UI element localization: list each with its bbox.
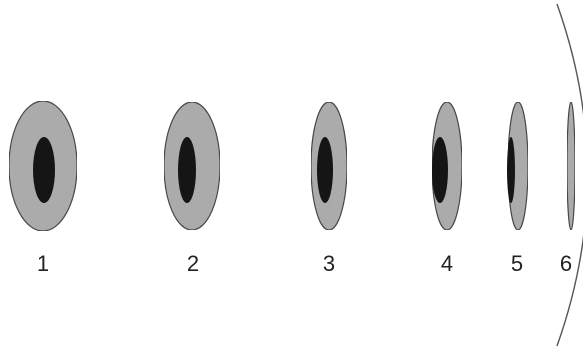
- stage-3: 3: [311, 102, 347, 276]
- stage-label: 2: [187, 251, 199, 276]
- stage-label: 3: [323, 251, 335, 276]
- inner-core: [432, 137, 448, 203]
- stage-6: 6: [560, 102, 575, 276]
- inner-core: [178, 137, 196, 203]
- stage-label: 6: [560, 251, 572, 276]
- stage-1: 1: [9, 101, 77, 276]
- stage-4: 4: [432, 102, 462, 276]
- stage-label: 5: [511, 251, 523, 276]
- inner-core: [317, 137, 333, 203]
- inner-core: [507, 137, 515, 203]
- inner-core: [33, 137, 55, 203]
- stage-label: 1: [37, 251, 49, 276]
- stage-2: 2: [164, 102, 220, 276]
- outer-ellipse: [567, 102, 575, 230]
- stage-5: 5: [507, 102, 528, 276]
- stage-label: 4: [441, 251, 453, 276]
